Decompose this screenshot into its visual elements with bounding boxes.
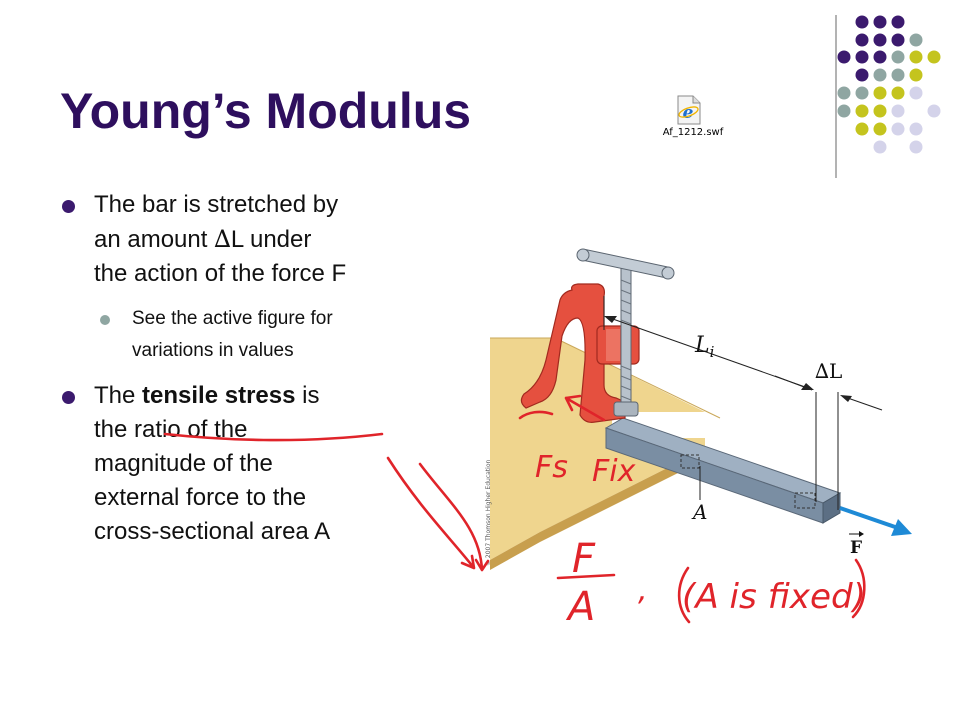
dot bbox=[855, 33, 869, 47]
dot bbox=[927, 50, 941, 64]
dot bbox=[909, 122, 923, 136]
dot bbox=[909, 50, 923, 64]
dot bbox=[855, 68, 869, 82]
dot bbox=[837, 50, 851, 64]
dl-arrow-left bbox=[774, 375, 813, 391]
dot bbox=[909, 140, 923, 154]
dot bbox=[891, 33, 905, 47]
bar-cross-section-a bbox=[680, 454, 700, 469]
dot bbox=[855, 104, 869, 118]
dot bbox=[891, 122, 905, 136]
bullet-text: cross-sectional area A bbox=[94, 518, 331, 545]
slide-title: Young’s Modulus bbox=[60, 83, 472, 139]
bullet-item: The tensile stress is the ratio of the m… bbox=[60, 379, 480, 549]
sub-bullet-item: See the active figure for variations in … bbox=[60, 303, 480, 367]
bullet-list: The bar is stretched by an amount ∆L und… bbox=[60, 188, 480, 561]
bullet-text: magnitude of the bbox=[94, 450, 273, 477]
dot bbox=[891, 104, 905, 118]
delta-symbol: ∆ bbox=[214, 225, 231, 253]
dot bbox=[855, 50, 869, 64]
bullet-text: is bbox=[295, 382, 320, 409]
dot bbox=[855, 15, 869, 29]
dot bbox=[873, 140, 887, 154]
bullet-text: the action of the force F bbox=[94, 260, 347, 287]
dot bbox=[837, 104, 851, 118]
dot bbox=[873, 50, 887, 64]
dot bbox=[873, 33, 887, 47]
dot bbox=[891, 50, 905, 64]
file-icon-label: Af_1212.swf bbox=[662, 127, 724, 138]
dot bbox=[873, 86, 887, 100]
figure-copyright: © 2007 Thomson Higher Education bbox=[485, 460, 492, 566]
label-f: F bbox=[850, 538, 862, 558]
bold-term: tensile stress bbox=[142, 382, 296, 409]
bar-cross-section-end bbox=[794, 492, 816, 509]
dot bbox=[927, 104, 941, 118]
dot bbox=[909, 33, 923, 47]
dot bbox=[873, 15, 887, 29]
sub-bullet-text: variations in values bbox=[132, 340, 294, 361]
clamp-body bbox=[520, 283, 626, 423]
dot bbox=[873, 104, 887, 118]
internet-explorer-file-icon: e bbox=[677, 95, 701, 125]
bullet-text: The bar is stretched by bbox=[94, 191, 339, 218]
file-icon-glyph: e bbox=[683, 103, 694, 123]
bullet-text: L under bbox=[230, 226, 312, 253]
dot bbox=[855, 86, 869, 100]
dot bbox=[891, 15, 905, 29]
table-edge bbox=[490, 449, 708, 570]
li-arrowhead-end bbox=[801, 383, 814, 390]
label-li: Li bbox=[694, 333, 715, 361]
dl-arrowhead bbox=[840, 395, 852, 402]
li-arrowhead-start bbox=[604, 316, 617, 323]
dot bbox=[891, 86, 905, 100]
dot bbox=[873, 68, 887, 82]
sub-bullet-text: See the active figure for bbox=[132, 308, 333, 329]
clamp-screw bbox=[620, 267, 632, 411]
dot bbox=[909, 86, 923, 100]
flash-file-shortcut[interactable]: e Af_1212.swf bbox=[658, 95, 728, 147]
label-li-subscript: i bbox=[710, 343, 715, 361]
decorative-dot-grid bbox=[835, 15, 941, 178]
bullet-text: external force to the bbox=[94, 484, 307, 511]
label-delta-l: ∆L bbox=[815, 359, 842, 383]
label-a: A bbox=[691, 500, 707, 524]
dot bbox=[837, 86, 851, 100]
dot bbox=[873, 122, 887, 136]
bullet-text: The bbox=[94, 382, 143, 409]
force-arrowhead bbox=[891, 519, 912, 536]
bullet-item: The bar is stretched by an amount ∆L und… bbox=[60, 188, 480, 291]
dot bbox=[909, 68, 923, 82]
bullet-text: an amount bbox=[94, 226, 215, 253]
force-arrow-shaft bbox=[839, 506, 899, 530]
dot bbox=[855, 122, 869, 136]
bar-end bbox=[822, 492, 841, 524]
clamp-pad bbox=[613, 401, 639, 417]
dot bbox=[891, 68, 905, 82]
